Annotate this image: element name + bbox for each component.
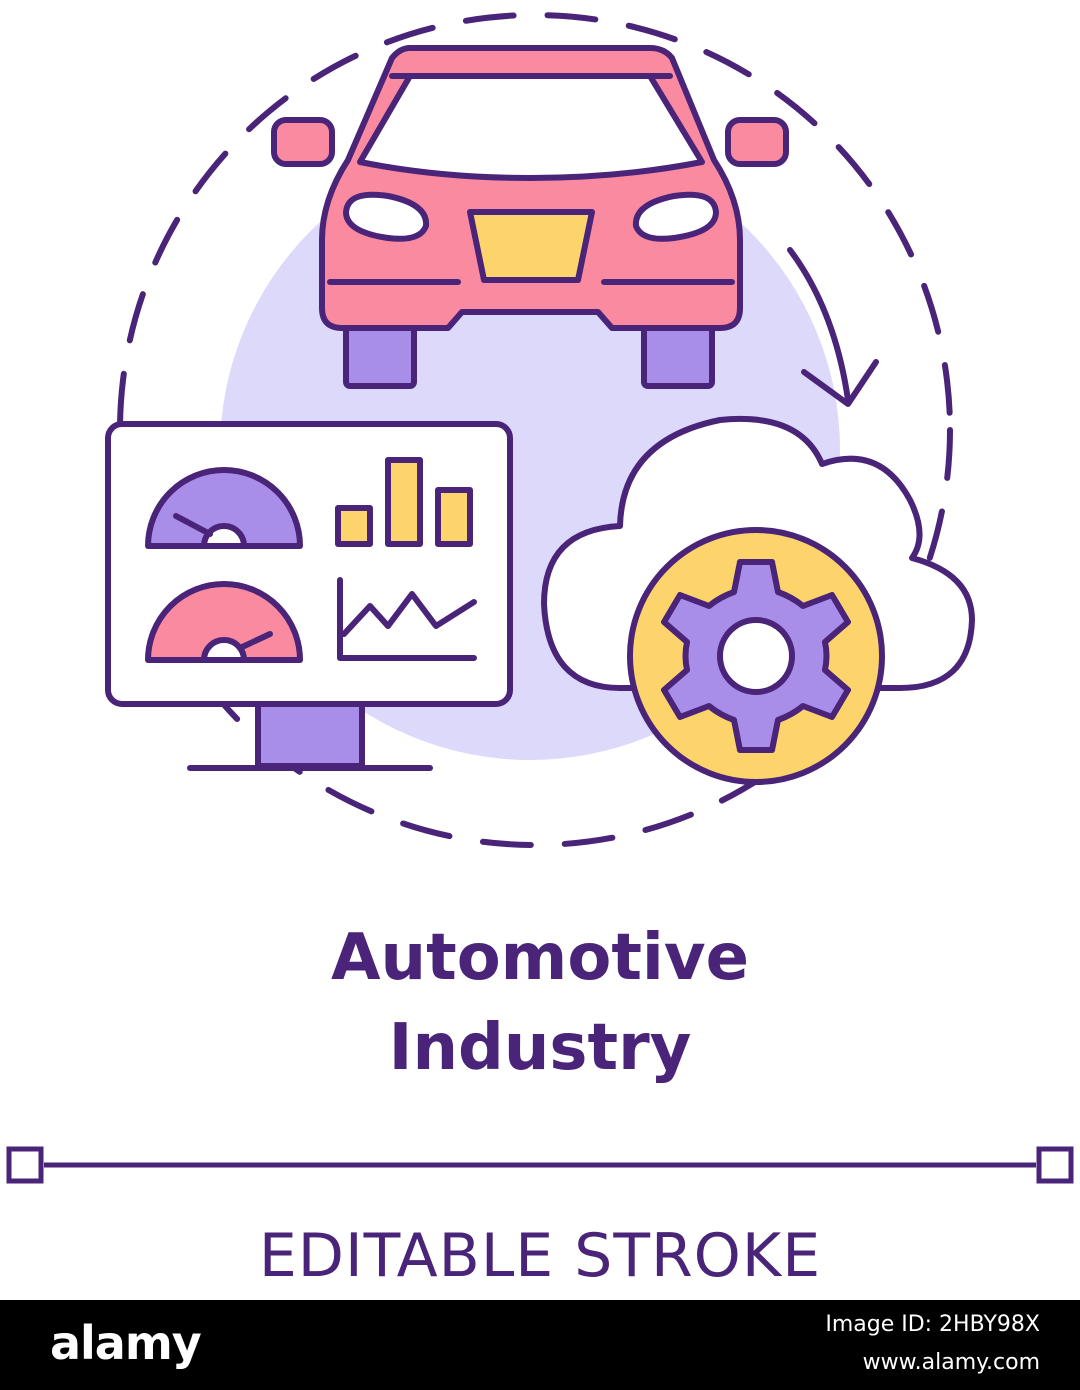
car-icon: [271, 45, 789, 389]
footer-bar: alamy Image ID: 2HBY98X www.alamy.com: [0, 1300, 1080, 1390]
line-chart-icon: [337, 577, 477, 661]
image-id-label: Image ID: 2HBY98X: [825, 1312, 1040, 1337]
editable-stroke-line: [6, 1146, 1074, 1184]
stroke-handle-right: [1036, 1146, 1074, 1184]
gear-icon: [627, 527, 885, 785]
automotive-illustration: [105, 12, 975, 848]
gauge-icon: [145, 467, 303, 663]
site-url: www.alamy.com: [862, 1350, 1040, 1375]
editable-stroke-caption: EDITABLE STROKE: [258, 1221, 822, 1291]
alamy-logo: alamy: [50, 1316, 202, 1370]
cycle-arrow-icon: [787, 247, 879, 407]
concept-title-line-2: Industry: [388, 1011, 692, 1085]
dashed-cycle-circle: [117, 12, 953, 848]
stroke-handle-left: [6, 1146, 44, 1184]
bar-chart-icon: [335, 457, 473, 547]
concept-title-line-1: Automotive: [331, 921, 749, 995]
